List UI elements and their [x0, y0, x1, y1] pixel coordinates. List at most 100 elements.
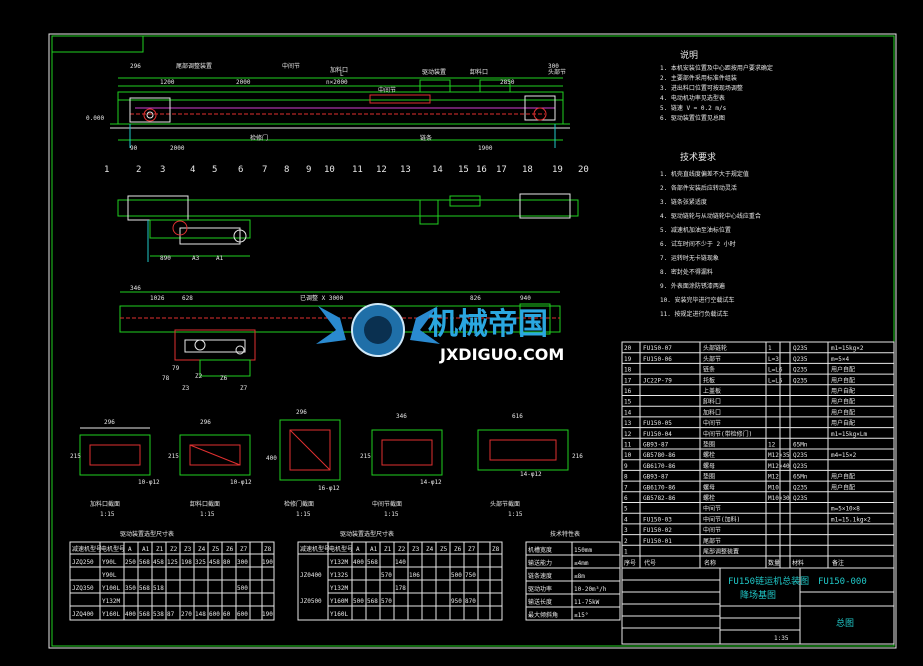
svg-text:输送能力: 输送能力 — [528, 559, 552, 567]
svg-text:3. 进出料口位置可按现场调整: 3. 进出料口位置可按现场调整 — [660, 84, 743, 92]
svg-text:198: 198 — [181, 559, 192, 566]
bom-cell: 垫圈 — [703, 473, 715, 481]
sec5-scale: 1:15 — [508, 511, 523, 518]
watermark-cn: 机械帝国 — [428, 307, 548, 342]
svg-text:Z7: Z7 — [468, 546, 476, 553]
bom-cell: GB5782-86 — [643, 495, 676, 502]
bom-cell: Q235 — [793, 452, 808, 459]
svg-text:JZQ350: JZQ350 — [72, 585, 94, 592]
dim-890: 890 — [160, 255, 171, 262]
svg-text:13: 13 — [400, 165, 411, 175]
svg-text:9: 9 — [306, 165, 311, 175]
watermark-en: JXDIGUO.COM — [439, 345, 564, 364]
svg-text:950: 950 — [451, 598, 462, 605]
svg-text:Y160L: Y160L — [330, 611, 348, 618]
label-door: 检修门 — [250, 134, 268, 142]
bom-cell: 1 — [768, 345, 772, 352]
svg-text:Y90L: Y90L — [102, 572, 117, 579]
dim-628: 628 — [182, 295, 193, 302]
bom-cell: Q235 — [793, 495, 808, 502]
dim-940: 940 — [520, 295, 531, 302]
svg-text:A: A — [128, 546, 132, 553]
svg-text:Y132M: Y132M — [102, 598, 120, 605]
svg-text:Y160L: Y160L — [102, 611, 120, 618]
svg-text:10. 安装完毕进行空载试车: 10. 安装完毕进行空载试车 — [660, 296, 734, 304]
svg-text:Y100L: Y100L — [102, 585, 120, 592]
svg-text:350: 350 — [125, 585, 136, 592]
bom-cell: 15 — [624, 399, 632, 406]
bom-cell: M12×40 — [768, 463, 790, 470]
bom-cell: M10 — [768, 484, 779, 491]
bom-cell: GB5780-86 — [643, 452, 676, 459]
svg-text:机槽宽度: 机槽宽度 — [528, 546, 552, 554]
dim-z3: Z3 — [182, 385, 190, 392]
bom-cell: 3 — [624, 527, 628, 534]
svg-text:电机型号: 电机型号 — [329, 545, 353, 553]
table3-rows: 机槽宽度 150mm 输送能力 ≤4mm 链条速度 ≤8m 驱动功率 10-20… — [528, 546, 607, 619]
svg-text:87: 87 — [167, 611, 175, 618]
inner-frame — [51, 35, 895, 647]
svg-text:16: 16 — [476, 165, 487, 175]
table2-grid — [297, 541, 503, 621]
svg-text:11-75kW: 11-75kW — [574, 599, 600, 606]
bom-cell: 11 — [624, 442, 632, 449]
corner-tag — [51, 35, 144, 53]
sec1-h: 215 — [70, 453, 81, 460]
svg-text:Z7: Z7 — [240, 546, 248, 553]
svg-text:19: 19 — [552, 165, 563, 175]
table1-grid — [69, 541, 275, 621]
svg-text:190: 190 — [262, 611, 273, 618]
bom-cell: GB6170-86 — [643, 463, 676, 470]
table1-rows: JZQ250 Y90L 250 568 458 125 198 325 458 … — [72, 559, 273, 618]
bom-cell: 中间节 — [703, 526, 721, 534]
svg-text:8. 密封处不得漏料: 8. 密封处不得漏料 — [660, 268, 713, 276]
bom-cell: 中间节 — [703, 419, 721, 427]
bom-cell: 16 — [624, 388, 632, 395]
title-subtitle: 降场基图 — [740, 589, 776, 601]
sec3-h: 400 — [266, 455, 277, 462]
bom-cell: 用户自配 — [831, 473, 855, 481]
svg-text:750: 750 — [465, 572, 476, 579]
sec5-h: 216 — [572, 453, 583, 460]
table1-header: 减速机型号 电机型号 A A1 Z1 Z2 Z3 Z4 Z5 Z6 Z7 Z8 — [72, 545, 272, 553]
bom-cell: m4=15×2 — [831, 452, 857, 459]
svg-text:568: 568 — [139, 611, 150, 618]
svg-text:4. 驱动链轮与从动链轮中心线应重合: 4. 驱动链轮与从动链轮中心线应重合 — [660, 212, 761, 220]
svg-text:12: 12 — [376, 165, 387, 175]
svg-text:568: 568 — [139, 559, 150, 566]
svg-text:15: 15 — [458, 165, 469, 175]
svg-text:10-20m³/h: 10-20m³/h — [574, 586, 607, 593]
bom-cell: 卸料口 — [703, 398, 721, 406]
svg-text:500: 500 — [353, 598, 364, 605]
svg-text:325: 325 — [195, 559, 206, 566]
dim-2000b: 2000 — [170, 145, 185, 152]
sec2-title: 卸料口截面 — [190, 500, 220, 508]
bom-cell: 12 — [624, 431, 632, 438]
tech-title: 技术要求 — [680, 151, 716, 163]
svg-text:Z4: Z4 — [198, 546, 206, 553]
svg-text:140: 140 — [395, 559, 406, 566]
svg-text:518: 518 — [153, 585, 164, 592]
dim-2850: 2850 — [500, 79, 515, 86]
bom-cell: 14 — [624, 409, 632, 416]
section-2 — [179, 434, 251, 476]
bom-cell: GB93-87 — [643, 442, 669, 449]
dim-z6: Z6 — [220, 375, 228, 382]
bom-cell: 13 — [624, 420, 632, 427]
svg-text:Z1: Z1 — [156, 546, 164, 553]
dim-79: 79 — [172, 365, 180, 372]
bom-cell: 中间节(带检修门) — [703, 430, 752, 438]
table3-grid — [525, 541, 621, 621]
svg-text:A1: A1 — [142, 546, 150, 553]
sec2-scale: 1:15 — [200, 511, 215, 518]
svg-text:≤4mm: ≤4mm — [574, 560, 589, 567]
sec1-scale: 1:15 — [100, 511, 115, 518]
svg-text:1. 本机安装位置及中心距按用户要求确定: 1. 本机安装位置及中心距按用户要求确定 — [660, 64, 773, 72]
bom-cell: Q235 — [793, 377, 808, 384]
bom-cell: 20 — [624, 345, 632, 352]
svg-text:链条速度: 链条速度 — [528, 572, 552, 580]
svg-text:A: A — [356, 546, 360, 553]
bom-cell: 用户自配 — [831, 366, 855, 374]
section-3 — [279, 419, 341, 481]
